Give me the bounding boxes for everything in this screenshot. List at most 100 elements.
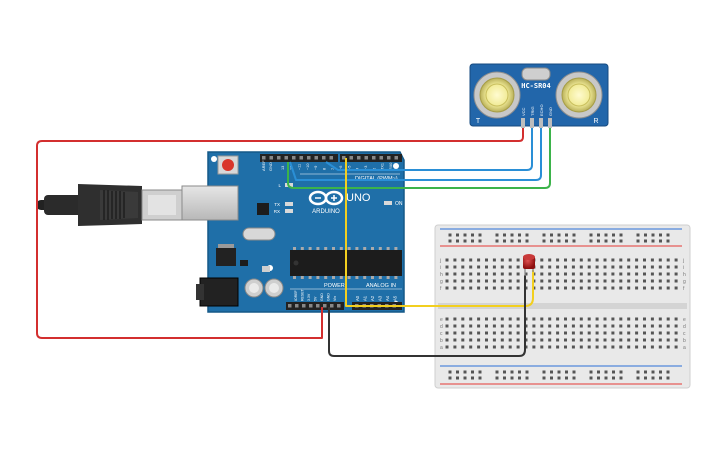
breadboard-hole[interactable] — [658, 345, 662, 349]
breadboard-hole[interactable] — [611, 317, 615, 321]
breadboard-hole[interactable] — [461, 324, 465, 328]
breadboard-hole[interactable] — [635, 338, 639, 342]
breadboard-hole[interactable] — [453, 345, 457, 349]
rail-hole[interactable] — [651, 376, 655, 380]
breadboard-hole[interactable] — [650, 317, 654, 321]
rail-hole[interactable] — [550, 376, 553, 380]
breadboard-hole[interactable] — [635, 258, 639, 262]
breadboard-hole[interactable] — [643, 338, 646, 342]
rail-hole[interactable] — [659, 376, 662, 380]
breadboard-hole[interactable] — [611, 338, 615, 342]
rail-hole[interactable] — [471, 239, 474, 243]
header-pin[interactable] — [262, 156, 266, 160]
breadboard-hole[interactable] — [469, 286, 473, 290]
breadboard-hole[interactable] — [611, 324, 615, 328]
breadboard-hole[interactable] — [492, 338, 496, 342]
breadboard-hole[interactable] — [540, 279, 544, 283]
rail-hole[interactable] — [619, 376, 623, 380]
breadboard-hole[interactable] — [453, 338, 457, 342]
rail-hole[interactable] — [651, 239, 655, 243]
breadboard-hole[interactable] — [635, 324, 639, 328]
breadboard-hole[interactable] — [461, 279, 465, 283]
breadboard-hole[interactable] — [627, 338, 631, 342]
breadboard-hole[interactable] — [477, 286, 481, 290]
breadboard-hole[interactable] — [477, 317, 481, 321]
header-pin[interactable] — [302, 304, 306, 308]
breadboard-hole[interactable] — [477, 324, 481, 328]
breadboard-hole[interactable] — [643, 286, 646, 290]
breadboard-hole[interactable] — [500, 345, 504, 349]
rail-hole[interactable] — [619, 233, 623, 237]
rail-hole[interactable] — [525, 233, 529, 237]
breadboard-hole[interactable] — [643, 324, 646, 328]
breadboard-hole[interactable] — [500, 279, 504, 283]
breadboard-hole[interactable] — [666, 258, 670, 262]
breadboard-hole[interactable] — [556, 279, 560, 283]
breadboard-hole[interactable] — [500, 258, 504, 262]
header-pin[interactable] — [394, 156, 399, 160]
breadboard-hole[interactable] — [595, 265, 599, 269]
breadboard-hole[interactable] — [469, 331, 473, 335]
breadboard-hole[interactable] — [650, 258, 654, 262]
rail-hole[interactable] — [448, 376, 452, 380]
breadboard-hole[interactable] — [485, 338, 488, 342]
header-pin[interactable] — [295, 304, 299, 308]
breadboard-hole[interactable] — [548, 345, 552, 349]
breadboard-hole[interactable] — [564, 324, 567, 328]
breadboard-hole[interactable] — [658, 286, 662, 290]
breadboard-hole[interactable] — [587, 317, 591, 321]
breadboard-hole[interactable] — [492, 345, 496, 349]
rail-hole[interactable] — [597, 376, 600, 380]
rail-hole[interactable] — [503, 239, 506, 243]
rail-hole[interactable] — [456, 376, 459, 380]
breadboard-hole[interactable] — [564, 317, 567, 321]
breadboard-hole[interactable] — [540, 324, 544, 328]
breadboard-hole[interactable] — [477, 338, 481, 342]
breadboard-hole[interactable] — [643, 345, 646, 349]
breadboard-hole[interactable] — [461, 338, 465, 342]
breadboard-hole[interactable] — [571, 265, 575, 269]
breadboard-hole[interactable] — [611, 286, 615, 290]
rail-hole[interactable] — [456, 233, 459, 237]
breadboard-hole[interactable] — [540, 286, 544, 290]
breadboard-hole[interactable] — [556, 338, 560, 342]
breadboard-hole[interactable] — [500, 265, 504, 269]
breadboard-hole[interactable] — [587, 345, 591, 349]
breadboard-hole[interactable] — [453, 279, 457, 283]
breadboard-hole[interactable] — [453, 265, 457, 269]
breadboard-hole[interactable] — [564, 331, 567, 335]
wire-blue-echo[interactable] — [289, 128, 542, 181]
rail-hole[interactable] — [636, 376, 640, 380]
wire-green-gnd[interactable] — [287, 128, 551, 189]
breadboard-hole[interactable] — [564, 345, 567, 349]
breadboard-hole[interactable] — [445, 324, 449, 328]
header-pin[interactable] — [284, 156, 289, 160]
breadboard-hole[interactable] — [485, 286, 488, 290]
breadboard-hole[interactable] — [508, 265, 512, 269]
breadboard-hole[interactable] — [619, 258, 623, 262]
header-pin[interactable] — [372, 156, 376, 160]
breadboard-hole[interactable] — [548, 286, 552, 290]
rail-hole[interactable] — [503, 370, 506, 374]
breadboard-hole[interactable] — [485, 279, 488, 283]
breadboard-hole[interactable] — [508, 331, 512, 335]
breadboard-hole[interactable] — [508, 272, 512, 276]
breadboard-hole[interactable] — [516, 265, 520, 269]
rail-hole[interactable] — [572, 233, 576, 237]
rail-hole[interactable] — [644, 233, 647, 237]
breadboard-hole[interactable] — [650, 324, 654, 328]
rail-hole[interactable] — [495, 239, 499, 243]
breadboard-hole[interactable] — [611, 345, 615, 349]
breadboard-hole[interactable] — [595, 279, 599, 283]
rail-hole[interactable] — [478, 376, 482, 380]
breadboard-hole[interactable] — [650, 265, 654, 269]
breadboard-hole[interactable] — [564, 286, 567, 290]
breadboard-hole[interactable] — [587, 279, 591, 283]
header-pin[interactable] — [288, 304, 292, 308]
breadboard-hole[interactable] — [595, 345, 599, 349]
breadboard-hole[interactable] — [500, 324, 504, 328]
breadboard-hole[interactable] — [548, 317, 552, 321]
breadboard-hole[interactable] — [508, 317, 512, 321]
header-pin[interactable] — [269, 156, 274, 160]
breadboard-hole[interactable] — [445, 317, 449, 321]
